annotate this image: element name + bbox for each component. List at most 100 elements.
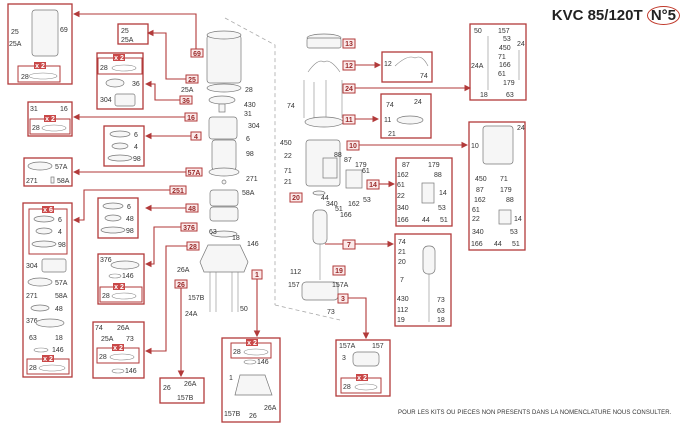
part-label: 31 bbox=[30, 106, 38, 113]
part-shape bbox=[111, 142, 129, 150]
part-label: 87 bbox=[402, 162, 410, 169]
callout-11[interactable]: 11 bbox=[342, 114, 356, 125]
label: 430 bbox=[244, 102, 256, 109]
part-label: 61 bbox=[472, 207, 480, 214]
part-label: 28 bbox=[233, 349, 241, 356]
separator-line bbox=[224, 17, 276, 305]
callout-1[interactable]: 1 bbox=[251, 269, 263, 280]
part-shape bbox=[31, 9, 59, 57]
part-304-diffuser bbox=[208, 116, 238, 140]
callout-28[interactable]: 28 bbox=[186, 241, 200, 251]
callout-48[interactable]: 48 bbox=[185, 203, 199, 213]
part-label: 25 bbox=[188, 77, 196, 84]
part-label: 6 bbox=[58, 217, 62, 224]
part-shape bbox=[346, 140, 360, 151]
part-label: 53 bbox=[503, 36, 511, 43]
part-label: 25A bbox=[101, 336, 114, 343]
callout-14[interactable]: 14 bbox=[366, 179, 380, 190]
part-label: 157A bbox=[339, 343, 356, 350]
callout-4[interactable]: 4 bbox=[190, 131, 202, 141]
label: 179 bbox=[355, 162, 367, 169]
part-label: 18 bbox=[437, 317, 445, 324]
part-shape bbox=[186, 241, 200, 251]
part-label: 28 bbox=[29, 365, 37, 372]
callout-10[interactable]: 10 bbox=[346, 140, 360, 151]
callout-251[interactable]: 251 bbox=[169, 185, 187, 195]
label: 53 bbox=[363, 197, 371, 204]
part-label: 21 bbox=[388, 131, 396, 138]
part-shape bbox=[96, 52, 144, 110]
callout-69[interactable]: 69 bbox=[190, 48, 204, 58]
callout-25[interactable]: 25 bbox=[185, 74, 199, 84]
label: 166 bbox=[340, 212, 352, 219]
part-label: 6 bbox=[134, 132, 138, 139]
part-69-casing bbox=[206, 34, 242, 84]
part-shape bbox=[342, 38, 356, 49]
part-label: 16 bbox=[60, 106, 68, 113]
kit-26: 26 26A 157B bbox=[159, 377, 205, 404]
callout-57A[interactable]: 57A bbox=[185, 167, 203, 177]
kit-4: 6 4 98 bbox=[103, 125, 145, 167]
part-shape bbox=[114, 93, 136, 107]
part-label: 28 bbox=[343, 384, 351, 391]
part-7-rotor bbox=[312, 209, 328, 245]
part-3-bearing-housing bbox=[301, 281, 339, 301]
part-label: 69 bbox=[193, 51, 201, 58]
part-shape bbox=[421, 182, 435, 204]
label: 157 bbox=[288, 282, 300, 289]
part-label: 48 bbox=[55, 306, 63, 313]
callout-19[interactable]: 19 bbox=[332, 265, 346, 276]
part-shape bbox=[111, 64, 137, 72]
part-label: 53 bbox=[510, 229, 518, 236]
part-label: 71 bbox=[498, 54, 506, 61]
label: 73 bbox=[327, 309, 335, 316]
part-label: 48 bbox=[188, 206, 196, 213]
part-69-top bbox=[206, 30, 242, 40]
label: 6 bbox=[246, 136, 250, 143]
part-shape bbox=[102, 202, 124, 210]
label: 162 bbox=[348, 201, 360, 208]
part-label: x 2 bbox=[113, 345, 123, 352]
callout-36[interactable]: 36 bbox=[179, 95, 193, 105]
callout-24[interactable]: 24 bbox=[342, 83, 356, 94]
label: 112 bbox=[290, 269, 301, 276]
part-label: 21 bbox=[398, 249, 406, 256]
part-label: 51 bbox=[512, 241, 520, 248]
part-label: 74 bbox=[420, 73, 428, 80]
part-label: 73 bbox=[437, 297, 445, 304]
part-shape bbox=[27, 277, 53, 287]
part-shape bbox=[289, 192, 303, 203]
part-label: x 2 bbox=[43, 356, 53, 363]
part-label: 18 bbox=[480, 92, 488, 99]
callout-20[interactable]: 20 bbox=[289, 192, 303, 203]
part-label: 36 bbox=[182, 98, 190, 105]
part-label: 251 bbox=[172, 188, 184, 195]
part-shape bbox=[395, 157, 453, 227]
label: 98 bbox=[246, 151, 254, 158]
part-label: 16 bbox=[187, 115, 195, 122]
part-shape bbox=[184, 112, 198, 122]
callout-13[interactable]: 13 bbox=[342, 38, 356, 49]
callout-12[interactable]: 12 bbox=[342, 60, 356, 71]
part-shape bbox=[179, 95, 193, 105]
callout-26[interactable]: 26 bbox=[174, 279, 188, 289]
part-shape bbox=[22, 202, 73, 378]
part-label: 14 bbox=[514, 216, 522, 223]
label: 44 bbox=[321, 195, 329, 202]
part-shape bbox=[31, 240, 57, 248]
callout-376[interactable]: 376 bbox=[180, 222, 198, 232]
part-shape bbox=[33, 215, 55, 223]
part-label: 98 bbox=[58, 242, 66, 249]
part-shape bbox=[394, 56, 429, 67]
part-shape bbox=[42, 206, 54, 213]
part-label: 450 bbox=[499, 45, 511, 52]
part-label: 74 bbox=[95, 325, 103, 332]
callout-3[interactable]: 3 bbox=[337, 293, 349, 304]
part-shape bbox=[35, 227, 53, 235]
callout-7[interactable]: 7 bbox=[342, 239, 356, 250]
part-label: x 2 bbox=[114, 284, 124, 291]
part-label: 36 bbox=[132, 81, 140, 88]
callout-16[interactable]: 16 bbox=[184, 112, 198, 122]
